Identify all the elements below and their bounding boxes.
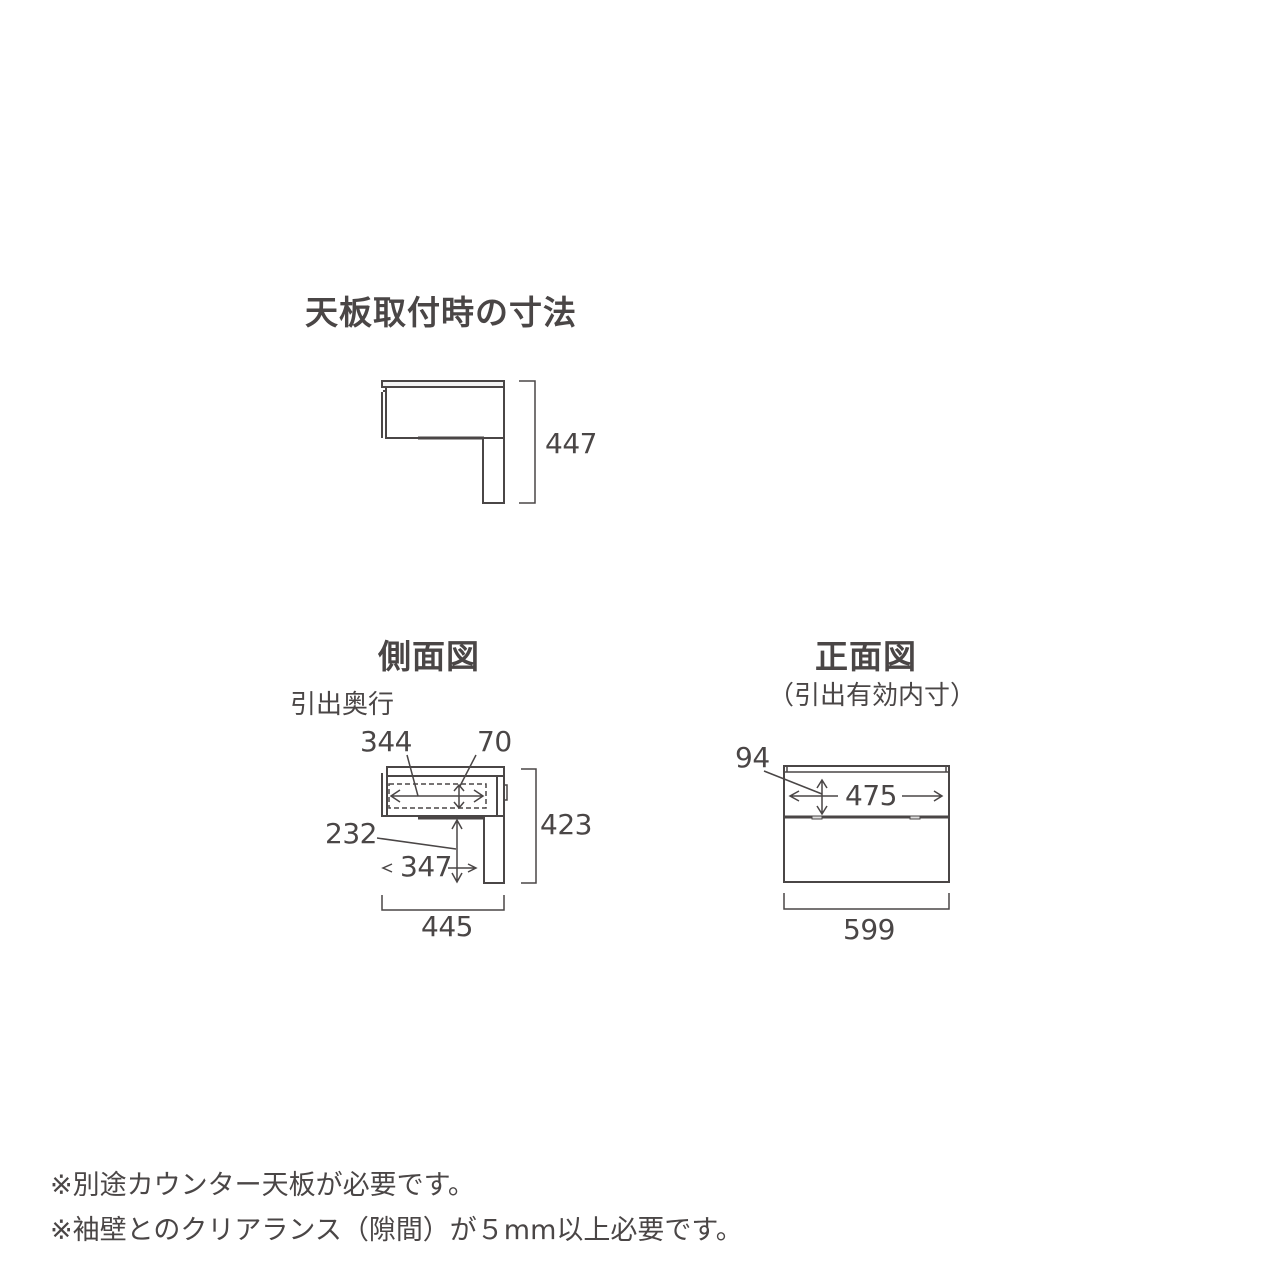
front-view-drawing [763, 765, 950, 910]
top-view-title: 天板取付時の寸法 [305, 293, 577, 332]
top-view-drawing [381, 380, 536, 504]
dim-drawer-height-front: 94 [735, 741, 770, 774]
front-view-title: 正面図 [815, 637, 917, 676]
note-counter-top: ※別途カウンター天板が必要です。 [50, 1170, 475, 1201]
side-view-label: 引出奥行 [290, 690, 395, 720]
note-clearance: ※袖壁とのクリアランス（隙間）が５mm以上必要です。 [50, 1215, 743, 1246]
dim-total-width: 599 [843, 913, 895, 946]
dim-lower-depth: 347 [400, 850, 452, 883]
dim-total-depth: 445 [421, 910, 473, 943]
side-view-title: 側面図 [378, 637, 480, 676]
dim-total-height-side: 423 [540, 808, 592, 841]
dim-drawer-height-side: 70 [477, 725, 512, 758]
dim-drawer-depth: 344 [360, 725, 412, 758]
top-view-height-dim: 447 [545, 427, 597, 460]
dim-drawer-width: 475 [845, 779, 897, 812]
side-view-drawing [376, 754, 537, 911]
front-view-subtitle: （引出有効内寸） [768, 681, 977, 711]
dim-lower-height: 232 [325, 817, 377, 850]
